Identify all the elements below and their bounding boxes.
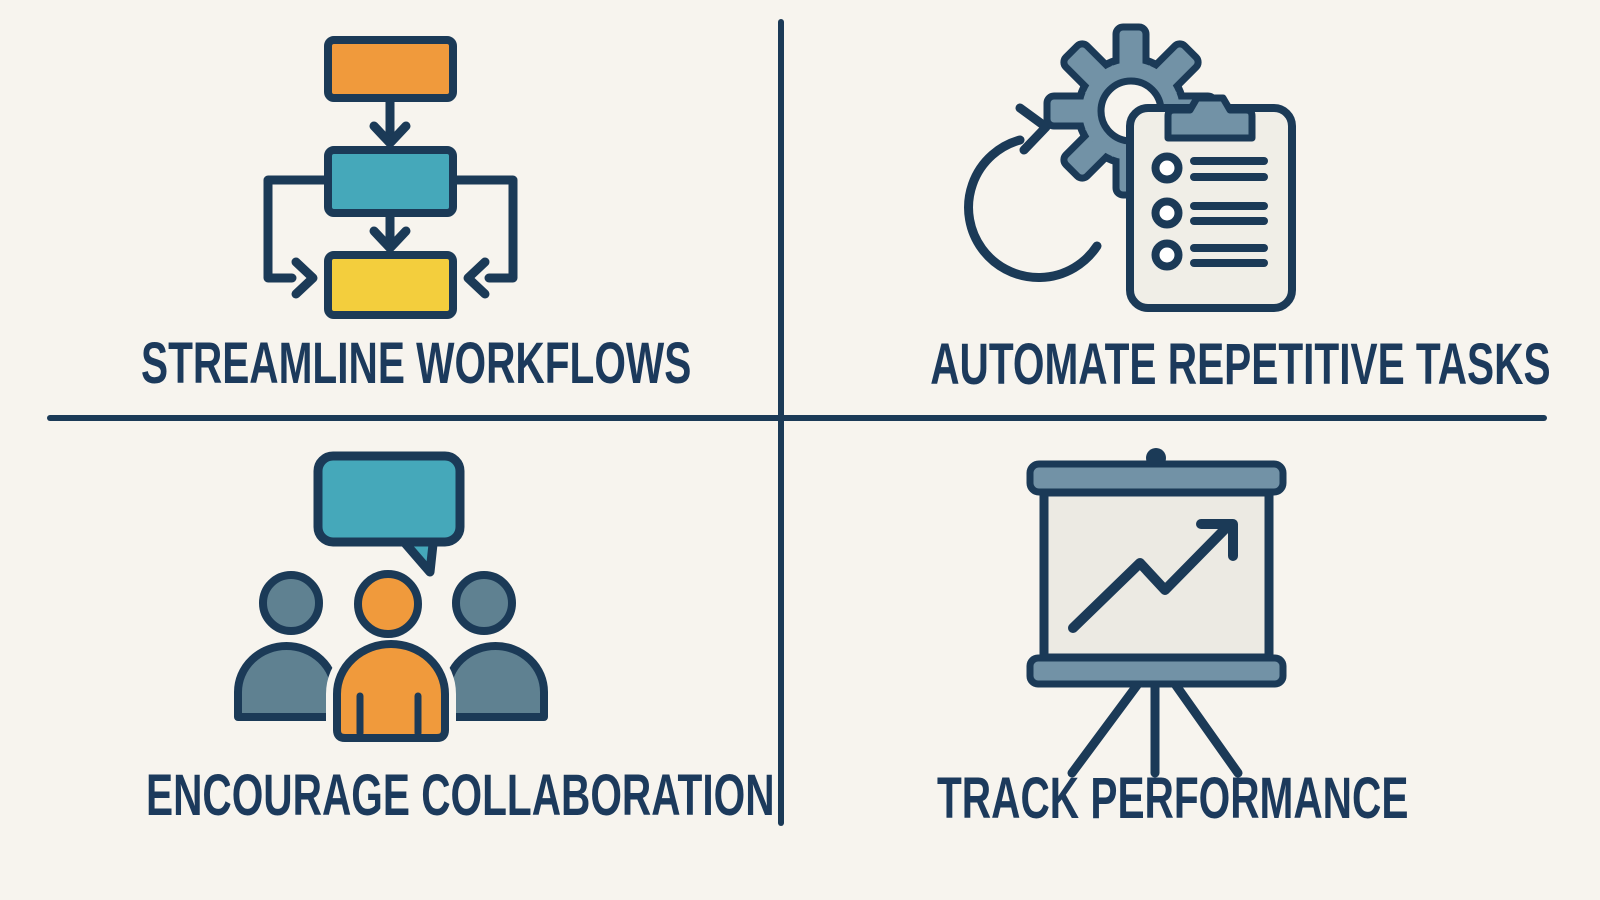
cycle-arrowhead [1015,103,1051,155]
person-left [234,571,339,721]
person-left-head [259,571,323,635]
gear-clipboard-cycle-icon [964,23,1296,312]
easel-top-bar [1026,460,1287,496]
label-automate-repetitive-tasks: AUTOMATE REPETITIVE TASKS [930,332,1551,397]
flow-connector-right [448,175,518,283]
clipboard-icon [1126,94,1296,312]
person-center [326,563,456,749]
clipboard-clip [1164,94,1256,142]
growth-arrowhead [1196,519,1238,561]
flow-arrowhead-left [291,257,318,299]
person-right [443,571,548,721]
easel-growth-chart-icon [1026,448,1287,778]
flow-box-teal [324,146,457,217]
growth-line [1068,524,1230,633]
speech-bubble-team-icon [234,451,548,749]
speech-bubble-icon [313,451,465,577]
clipboard-checklist [1151,152,1268,271]
easel-legs [1067,679,1243,778]
person-right-head [452,571,516,635]
flow-arrowhead-right [463,257,490,299]
person-left-body [234,642,339,721]
flow-arrowhead-1 [369,121,411,148]
label-encourage-collaboration: ENCOURAGE COLLABORATION [146,763,775,828]
vertical-divider [778,19,784,826]
person-center-head [354,570,422,638]
flow-box-yellow [324,251,457,319]
label-track-performance: TRACK PERFORMANCE [937,766,1409,831]
cycle-arrow-arc [964,135,1102,282]
flow-box-orange [324,36,457,102]
label-streamline-workflows: STREAMLINE WORKFLOWS [141,331,692,396]
person-center-body [333,640,449,742]
speech-bubble-body [313,451,465,547]
flowchart-icon [263,36,518,319]
flow-connector-left [263,175,333,283]
growth-line-chart [1068,519,1238,633]
horizontal-divider [47,415,1547,421]
flow-arrowhead-2 [369,226,411,253]
easel-bottom-bar [1026,654,1287,688]
person-right-body [443,642,548,721]
